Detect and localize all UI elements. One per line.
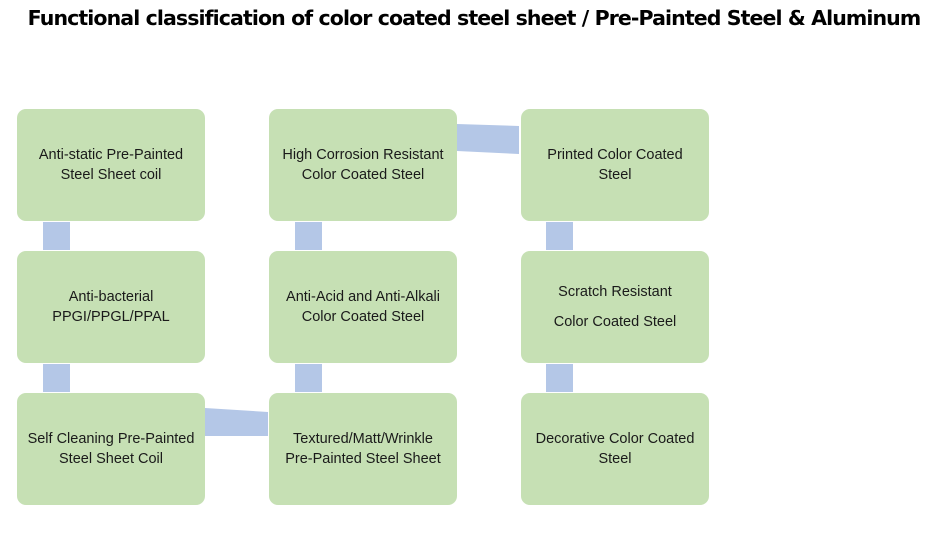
node-decorative-label: Decorative Color Coated Steel bbox=[535, 431, 695, 467]
node-self-cleaning-label: Self Cleaning Pre-Painted Steel Sheet Co… bbox=[27, 431, 195, 467]
connector-anti-acid-to-textured bbox=[295, 364, 322, 392]
node-anti-acid-label: Anti-Acid and Anti-Alkali Color Coated S… bbox=[286, 289, 440, 325]
connector-anti-static-to-anti-bacterial bbox=[43, 222, 70, 250]
node-anti-static: Anti-static Pre-Painted Steel Sheet coil bbox=[17, 109, 205, 221]
node-scratch-resistant-line2: Color Coated Steel bbox=[553, 314, 677, 330]
node-textured-label: Textured/Matt/Wrinkle Pre-Painted Steel … bbox=[285, 431, 441, 467]
node-high-corrosion-label: High Corrosion Resistant Color Coated St… bbox=[282, 147, 444, 183]
diagram-title: Functional classification of color coate… bbox=[27, 6, 922, 30]
connector-anti-bacterial-to-self-cleaning bbox=[43, 364, 70, 392]
connector-printed-to-scratch bbox=[546, 222, 573, 250]
node-anti-bacterial-label: Anti-bacterial PPGI/PPGL/PPAL bbox=[52, 289, 170, 325]
connector-scratch-to-decorative bbox=[546, 364, 573, 392]
node-anti-static-label: Anti-static Pre-Painted Steel Sheet coil bbox=[38, 147, 184, 183]
connector-self-cleaning-to-textured bbox=[205, 408, 268, 436]
node-textured: Textured/Matt/Wrinkle Pre-Painted Steel … bbox=[269, 393, 457, 505]
node-self-cleaning: Self Cleaning Pre-Painted Steel Sheet Co… bbox=[17, 393, 205, 505]
connector-high-corrosion-to-anti-acid bbox=[295, 222, 322, 250]
node-printed-label: Printed Color Coated Steel bbox=[547, 147, 683, 183]
node-scratch-resistant: Scratch Resistant Color Coated Steel bbox=[521, 251, 709, 363]
node-decorative: Decorative Color Coated Steel bbox=[521, 393, 709, 505]
node-high-corrosion: High Corrosion Resistant Color Coated St… bbox=[269, 109, 457, 221]
node-scratch-resistant-text: Scratch Resistant Color Coated Steel bbox=[554, 282, 677, 332]
node-scratch-resistant-line1: Scratch Resistant bbox=[558, 284, 672, 300]
node-anti-acid: Anti-Acid and Anti-Alkali Color Coated S… bbox=[269, 251, 457, 363]
connector-high-corrosion-to-printed bbox=[457, 124, 519, 154]
node-printed: Printed Color Coated Steel bbox=[521, 109, 709, 221]
node-anti-bacterial: Anti-bacterial PPGI/PPGL/PPAL bbox=[17, 251, 205, 363]
